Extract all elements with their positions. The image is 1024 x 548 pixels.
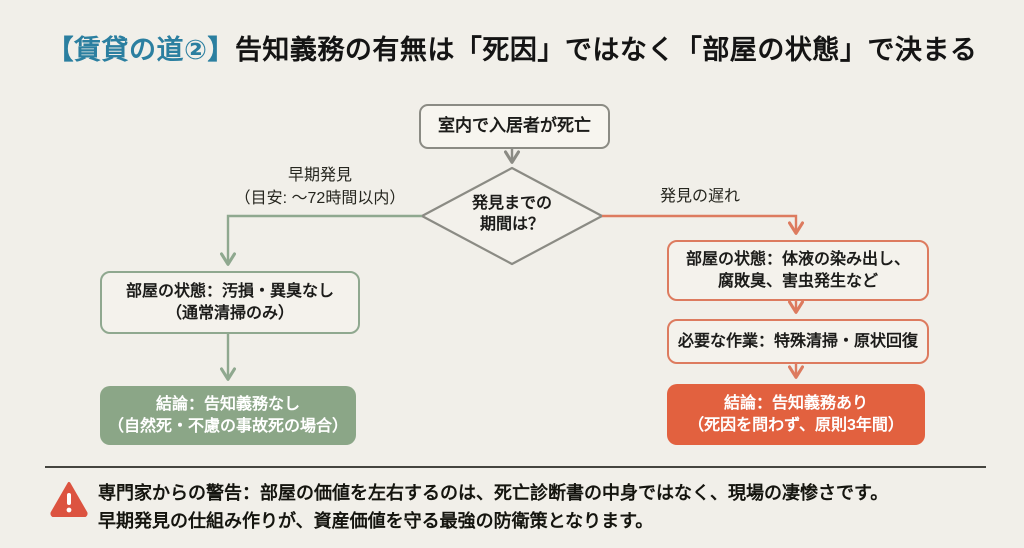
connector-left-branch: [228, 214, 422, 263]
decision-node-label: 発見までの 期間は？: [427, 193, 597, 235]
right-branch-edge-label: 発見の遅れ: [630, 185, 770, 208]
page-title: 【賃貸の道②】告知義務の有無は「死因」ではなく「部屋の状態」で決まる: [0, 28, 1024, 67]
title-main-text: 告知義務の有無は「死因」ではなく「部屋の状態」で決まる: [234, 35, 978, 65]
start-node: 室内で入居者が死亡: [419, 104, 610, 149]
footer-divider: [45, 466, 986, 468]
left-edge-label-line1: 早期発見: [287, 167, 352, 184]
right-state-node: 部屋の状態：体液の染み出し、 腐敗臭、害虫発生など: [667, 240, 929, 301]
warning-triangle-icon: [50, 481, 88, 522]
start-node-label: 室内で入居者が死亡: [438, 116, 591, 136]
left-edge-label-line2: （目安: ～72時間以内）: [234, 190, 406, 207]
right-conclusion-node: 結論：告知義務あり （死因を問わず、原則3年間）: [667, 384, 925, 445]
right-conclusion-line1: 結論：告知義務あり: [723, 394, 868, 412]
expert-warning-text: 専門家からの警告：部屋の価値を左右するのは、死亡診断書の中身ではなく、現場の凄惨…: [98, 479, 998, 535]
decision-line2: 期間は？: [479, 216, 544, 233]
left-conclusion-line2: （自然死・不慮の事故死の場合）: [107, 417, 348, 435]
right-work-node: 必要な作業：特殊清掃・原状回復: [667, 319, 929, 364]
left-state-line2: （通常清掃のみ）: [165, 304, 294, 322]
right-edge-label: 発見の遅れ: [659, 188, 740, 205]
decision-line1: 発見までの: [471, 195, 552, 212]
warning-line2: 早期発見の仕組み作りが、資産価値を守る最強の防衛策となります。: [98, 511, 654, 531]
left-conclusion-node: 結論：告知義務なし （自然死・不慮の事故死の場合）: [100, 386, 356, 445]
connector-right-branch: [602, 214, 796, 232]
right-state-line2: 腐敗臭、害虫発生など: [717, 272, 878, 290]
warning-line1: 専門家からの警告：部屋の価値を左右するのは、死亡診断書の中身ではなく、現場の凄惨…: [98, 483, 889, 503]
right-conclusion-line2: （死因を問わず、原則3年間）: [688, 416, 904, 434]
left-conclusion-line1: 結論：告知義務なし: [155, 395, 300, 413]
left-branch-edge-label: 早期発見 （目安: ～72時間以内）: [215, 164, 425, 210]
left-state-node: 部屋の状態：汚損・異臭なし （通常清掃のみ）: [100, 271, 360, 334]
decision-diamond-shape: [420, 166, 604, 266]
right-state-line1: 部屋の状態：体液の染み出し、: [685, 250, 910, 268]
title-series-badge: 【賃貸の道②】: [46, 35, 235, 65]
left-state-line1: 部屋の状態：汚損・異臭なし: [125, 282, 334, 300]
right-work-label: 必要な作業：特殊清掃・原状回復: [677, 332, 918, 350]
